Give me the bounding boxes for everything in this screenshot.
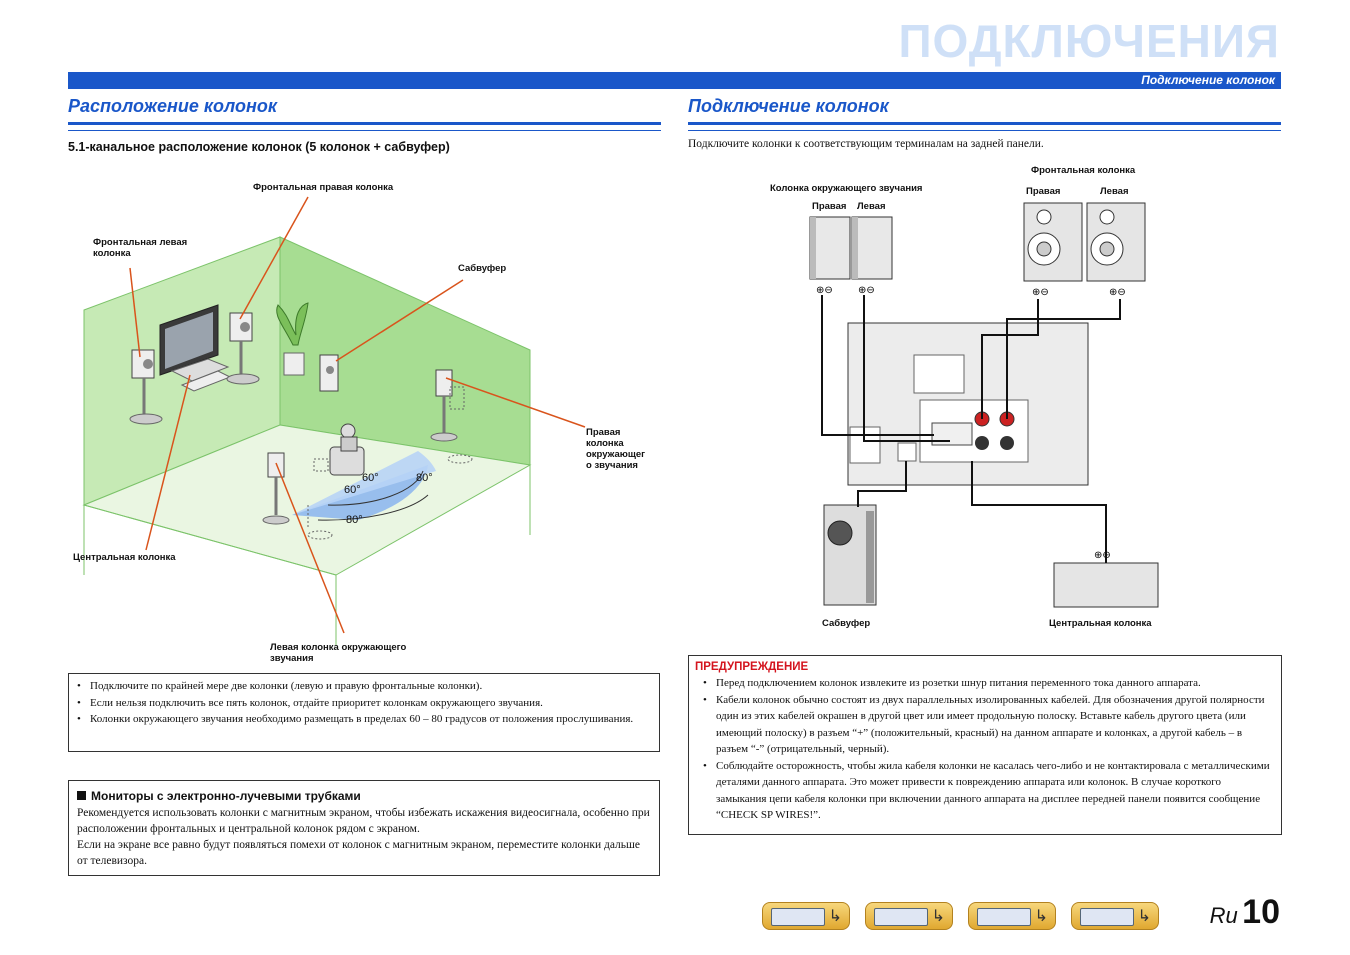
- listener: [340, 423, 356, 439]
- left-section-title: Расположение колонок: [68, 96, 277, 116]
- layout-subtitle: 5.1-канальное расположение колонок (5 ко…: [68, 140, 450, 154]
- svg-text:⊕⊖: ⊕⊖: [1109, 287, 1126, 298]
- label-front-left-1: Фронтальная левая: [93, 237, 188, 248]
- note-item: Если нельзя подключить все пять колонок,…: [69, 695, 659, 712]
- speaker-cables: [821, 295, 1121, 563]
- warning-heading: ПРЕДУПРЕЖДЕНИЕ: [695, 661, 809, 673]
- section-bar-text: Подключение колонок: [1141, 73, 1275, 87]
- note-item: Колонки окружающего звучания необходимо …: [69, 711, 659, 728]
- display-icon: [977, 908, 1031, 926]
- page-number: 10: [1242, 893, 1280, 931]
- label-front-left-2: колонка: [93, 248, 131, 259]
- warning-box: ПРЕДУПРЕЖДЕНИЕ Перед подключением колоно…: [688, 655, 1282, 835]
- subwoofer-unit: [823, 504, 877, 606]
- room-layout-illustration: 60° 60° 80° 80°: [82, 196, 586, 645]
- return-arrow-icon: ↳: [828, 908, 842, 925]
- angle-60-b: 60°: [344, 484, 361, 496]
- svg-text:⊕⊖: ⊕⊖: [1094, 550, 1111, 561]
- callout-lines: [129, 196, 586, 634]
- front-panel-icon: [771, 908, 825, 926]
- page-number-block: Ru 10: [1210, 893, 1280, 932]
- connection-diagram: ⊕⊖ ⊕⊖ ⊕⊖ ⊕⊖ ⊕⊖: [809, 202, 1159, 608]
- return-arrow-icon: ↳: [931, 908, 945, 925]
- label-subwoofer-conn: Сабвуфер: [822, 618, 871, 629]
- square-bullet-icon: [77, 791, 86, 800]
- label-front-right-conn: Правая: [1026, 186, 1061, 197]
- return-arrow-icon: ↳: [1034, 908, 1048, 925]
- label-surround-right-1: Правая: [586, 427, 621, 438]
- svg-text:⊕⊖: ⊕⊖: [816, 285, 833, 296]
- crt-monitors-box: Мониторы с электронно-лучевыми трубками …: [68, 780, 660, 876]
- label-center: Центральная колонка: [73, 552, 176, 563]
- label-surround-left-2: звучания: [270, 653, 314, 664]
- note-item: Подключите по крайней мере две колонки (…: [69, 678, 659, 695]
- surround-right-speaker: [435, 369, 453, 397]
- placement-notes: Подключите по крайней мере две колонки (…: [68, 673, 660, 752]
- warning-item: Соблюдайте осторожность, чтобы жила кабе…: [695, 758, 1273, 824]
- angle-60-a: 60°: [362, 472, 379, 484]
- right-title-rule: [688, 122, 1281, 131]
- crt-paragraph-2: Если на экране все равно будут появлятьс…: [77, 839, 640, 867]
- label-surround-right-2: колонка: [586, 438, 624, 449]
- section-bar: Подключение колонок: [68, 72, 1281, 89]
- plant: [276, 302, 309, 346]
- label-front-right: Фронтальная правая колонка: [253, 182, 394, 193]
- return-arrow-icon: ↳: [1137, 908, 1151, 925]
- angle-80-b: 80°: [346, 514, 363, 526]
- label-center-conn: Центральная колонка: [1049, 618, 1152, 629]
- chapter-title: ПОДКЛЮЧЕНИЯ: [898, 15, 1280, 67]
- label-surround-right-4: о звучания: [586, 460, 638, 471]
- surround-speakers: ⊕⊖ ⊕⊖: [809, 216, 893, 296]
- nav-remote-button[interactable]: ↳: [1071, 902, 1159, 930]
- label-subwoofer-room: Сабвуфер: [458, 263, 507, 274]
- svg-text:⊕⊖: ⊕⊖: [1032, 287, 1049, 298]
- nav-display-button[interactable]: ↳: [968, 902, 1056, 930]
- center-speaker-unit: ⊕⊖: [1053, 550, 1159, 608]
- label-surround-left-conn: Левая: [857, 201, 886, 212]
- front-speakers: ⊕⊖ ⊕⊖: [1023, 202, 1146, 298]
- label-surround-right-3: окружающег: [586, 449, 646, 460]
- language-code: Ru: [1209, 903, 1238, 928]
- label-front-speakers: Фронтальная колонка: [1031, 165, 1136, 176]
- receiver-rear-panel: [847, 322, 1089, 486]
- label-surround-speakers: Колонка окружающего звучания: [770, 183, 923, 194]
- crt-heading: Мониторы с электронно-лучевыми трубками: [77, 789, 651, 803]
- angle-80-a: 80°: [416, 472, 433, 484]
- right-section-title: Подключение колонок: [688, 96, 889, 116]
- nav-front-panel-button[interactable]: ↳: [762, 902, 850, 930]
- label-surround-left-1: Левая колонка окружающего: [270, 642, 407, 653]
- remote-control-icon: [1080, 908, 1134, 926]
- warning-item: Перед подключением колонок извлеките из …: [695, 675, 1273, 692]
- nav-rear-panel-button[interactable]: ↳: [865, 902, 953, 930]
- label-surround-right-conn: Правая: [812, 201, 847, 212]
- crt-paragraph-1: Рекомендуется использовать колонки с маг…: [77, 807, 650, 835]
- warning-item: Кабели колонок обычно состоят из двух па…: [695, 692, 1273, 758]
- connection-intro: Подключите колонки к соответствующим тер…: [688, 138, 1044, 150]
- left-title-rule: [68, 122, 661, 131]
- label-front-left-conn: Левая: [1100, 186, 1129, 197]
- rear-panel-icon: [874, 908, 928, 926]
- svg-text:⊕⊖: ⊕⊖: [858, 285, 875, 296]
